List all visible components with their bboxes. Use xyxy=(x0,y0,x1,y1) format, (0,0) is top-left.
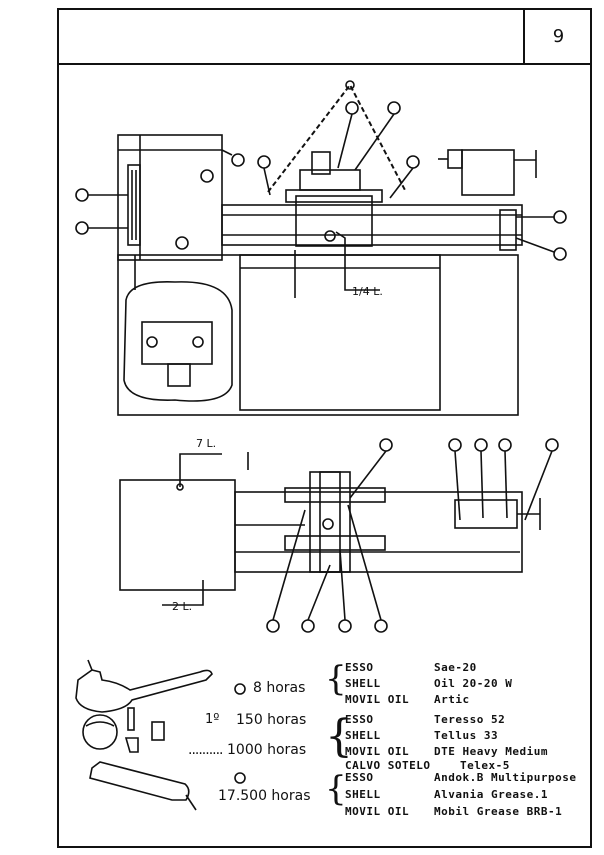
brand-label: MOVIL OIL xyxy=(345,693,410,706)
product-label: Alvania Grease.1 xyxy=(434,788,548,801)
oil-quantity-base: 2 L. xyxy=(172,600,193,613)
oil-quantity-carriage: 1/4 L. xyxy=(352,285,383,298)
brace: { xyxy=(325,769,347,809)
interval-150-hours: 150 horas xyxy=(236,712,307,728)
brand-label: CALVO SOTELO xyxy=(345,759,431,772)
brand-label: SHELL xyxy=(345,729,381,742)
brand-label: SHELL xyxy=(345,677,381,690)
product-label: Artic xyxy=(434,693,470,706)
product-label: DTE Heavy Medium xyxy=(434,745,548,758)
interval-17500-hours: 17.500 horas xyxy=(218,788,311,804)
brace: { xyxy=(325,659,347,699)
page-number: 9 xyxy=(523,8,592,65)
page-frame xyxy=(57,8,592,848)
product-label: Oil 20-20 W xyxy=(434,677,513,690)
product-label: Teresso 52 xyxy=(434,713,506,726)
interval-8-hours: 8 horas xyxy=(253,680,306,696)
product-label: Mobil Grease BRB-1 xyxy=(434,805,563,818)
brace: { xyxy=(325,711,353,762)
brand-label: ESSO xyxy=(345,661,374,674)
interval-1000-hours: 1000 horas xyxy=(227,742,307,758)
oil-can-icon xyxy=(75,659,213,713)
product-label: Andok.B Multipurpose xyxy=(434,771,577,784)
oil-point-icon xyxy=(234,683,246,695)
brand-label: ESSO xyxy=(345,713,374,726)
lathe-plan-view xyxy=(119,438,559,633)
lathe-side-view xyxy=(75,80,567,416)
oil-quantity-headstock: 7 L. xyxy=(196,437,217,450)
header-divider xyxy=(57,63,592,65)
grease-point-icon xyxy=(234,772,246,784)
brand-label: SHELL xyxy=(345,788,381,801)
interval-first-prefix: 1º xyxy=(205,712,220,727)
brand-label: ESSO xyxy=(345,771,374,784)
product-label: Tellus 33 xyxy=(434,729,499,742)
grease-tube-icon xyxy=(89,761,197,811)
product-label: Sae-20 xyxy=(434,661,477,674)
brand-label: MOVIL OIL xyxy=(345,745,410,758)
product-label: Telex-5 xyxy=(460,759,510,772)
brand-label: MOVIL OIL xyxy=(345,805,410,818)
grease-ball-icon xyxy=(82,707,165,753)
interval-leader-dots: .......... xyxy=(188,742,224,758)
